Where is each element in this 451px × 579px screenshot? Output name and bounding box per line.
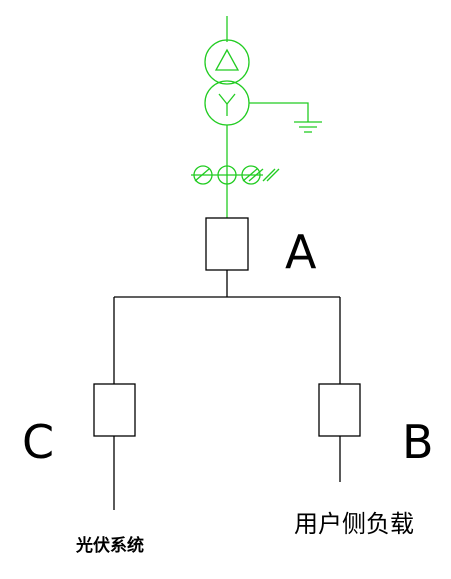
- breaker-c: [93, 383, 136, 437]
- pv-system-label: 光伏系统: [75, 535, 144, 556]
- transformer-primary-winding: [204, 39, 250, 85]
- transformer: [191, 16, 322, 218]
- breaker-a: [205, 217, 249, 271]
- breaker-b: [318, 383, 361, 437]
- delta-symbol-icon: [214, 48, 240, 71]
- breaker-a-label: A: [285, 225, 317, 279]
- user-load-label: 用户侧负载: [294, 510, 414, 538]
- ground-icon: [249, 102, 322, 133]
- current-transformer-icon: [191, 165, 280, 185]
- breaker-b-label: B: [402, 415, 434, 469]
- wye-symbol-icon: [218, 93, 236, 116]
- breaker-c-label: C: [22, 415, 54, 469]
